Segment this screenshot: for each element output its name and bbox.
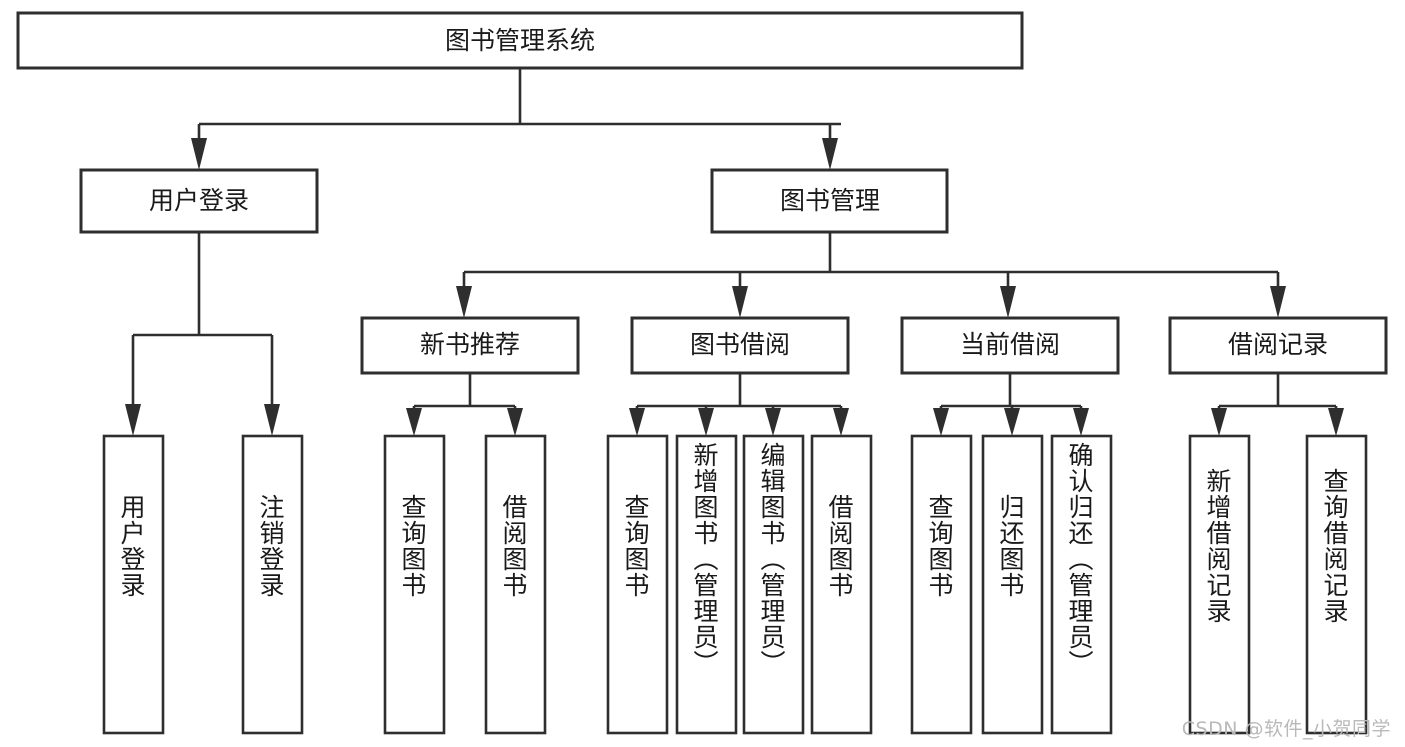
leaf-borrow-book-1[interactable]: 借阅图书 [484, 434, 547, 735]
leaf-edit-book-box[interactable] [742, 434, 805, 735]
leaf-return-book-box[interactable] [981, 434, 1044, 735]
node-new-book-recommend-box[interactable] [360, 316, 580, 375]
leaf-borrow-book-1-box[interactable] [484, 434, 547, 735]
node-book-borrow-box[interactable] [630, 316, 850, 375]
connector-group-book-management [456, 232, 1286, 318]
leaf-add-record[interactable]: 新增借阅记录 [1188, 434, 1251, 735]
leaf-confirm-return[interactable]: 确认归还︵管理员︶ [1050, 434, 1113, 735]
leaf-user-login[interactable]: 用户登录 [102, 434, 165, 735]
arrow-head-borrow-record [1270, 286, 1286, 318]
leaf-query-book-3[interactable]: 查询图书 [910, 434, 973, 735]
leaf-query-book-1-box[interactable] [383, 434, 446, 735]
arrow-head-leaf-edit-book [765, 408, 781, 436]
node-root-box[interactable] [16, 11, 1024, 70]
leaf-user-login-label: 用户登录 [120, 493, 145, 600]
leaf-return-book[interactable]: 归还图书 [981, 434, 1044, 735]
node-book-management-box[interactable] [710, 168, 949, 234]
connector-group-user-login [125, 232, 280, 436]
leaf-query-record[interactable]: 查询借阅记录 [1305, 434, 1368, 735]
arrow-head-leaf-borrow-book-2 [833, 408, 849, 436]
leaf-query-book-2-box[interactable] [606, 434, 669, 735]
leaf-query-book-2[interactable]: 查询图书 [606, 434, 669, 735]
leaf-query-book-2-label: 查询图书 [624, 493, 649, 600]
connector-group-borrow-record [1211, 373, 1344, 436]
node-new-book-recommend-label: 新书推荐 [420, 330, 520, 359]
leaf-borrow-book-2-label: 借阅图书 [828, 493, 853, 600]
arrow-head-leaf-query-record [1328, 408, 1344, 436]
arrow-head-user-login [191, 138, 207, 170]
arrow-head-leaf-query-book-1 [406, 408, 422, 436]
leaf-query-book-3-box[interactable] [910, 434, 973, 735]
arrow-head-leaf-confirm-return [1073, 408, 1089, 436]
node-user-login[interactable]: 用户登录 [79, 168, 319, 234]
arrow-head-leaf-user-logout [264, 404, 280, 436]
leaf-borrow-book-2[interactable]: 借阅图书 [810, 434, 873, 735]
node-root-label: 图书管理系统 [445, 26, 595, 55]
arrow-head-leaf-user-login [125, 404, 141, 436]
connector-group-current-borrow [933, 373, 1089, 436]
node-borrow-record-label: 借阅记录 [1228, 330, 1328, 359]
node-book-management[interactable]: 图书管理 [710, 168, 949, 234]
leaf-user-logout[interactable]: 注销登录 [241, 434, 304, 735]
leaf-edit-book-label: 编辑图书︵管理员︶ [760, 441, 785, 678]
arrow-head-current-borrow [1000, 286, 1016, 318]
leaf-add-record-box[interactable] [1188, 434, 1251, 735]
leaf-query-record-label: 查询借阅记录 [1323, 467, 1348, 626]
arrow-head-leaf-add-record [1211, 408, 1227, 436]
node-root[interactable]: 图书管理系统 [16, 11, 1024, 70]
node-user-login-label: 用户登录 [149, 186, 249, 215]
leaf-query-book-1-label: 查询图书 [401, 493, 426, 600]
leaf-user-login-box[interactable] [102, 434, 165, 735]
arrow-head-leaf-return-book [1004, 408, 1020, 436]
leaf-add-book-label: 新增图书︵管理员︶ [693, 441, 718, 678]
leaf-confirm-return-box[interactable] [1050, 434, 1113, 735]
node-book-borrow-label: 图书借阅 [690, 330, 790, 359]
arrow-head-leaf-borrow-book-1 [507, 408, 523, 436]
node-borrow-record-box[interactable] [1168, 316, 1388, 375]
node-current-borrow-label: 当前借阅 [960, 330, 1060, 359]
arrow-head-new-book-recommend [456, 286, 472, 318]
node-current-borrow[interactable]: 当前借阅 [900, 316, 1120, 375]
arrow-head-leaf-query-book-3 [933, 408, 949, 436]
node-new-book-recommend[interactable]: 新书推荐 [360, 316, 580, 375]
arrow-head-book-management [822, 138, 838, 170]
leaf-edit-book[interactable]: 编辑图书︵管理员︶ [742, 434, 805, 735]
node-borrow-record[interactable]: 借阅记录 [1168, 316, 1388, 375]
node-user-login-box[interactable] [79, 168, 319, 234]
node-book-borrow[interactable]: 图书借阅 [630, 316, 850, 375]
leaf-query-book-1[interactable]: 查询图书 [383, 434, 446, 735]
leaf-add-book-box[interactable] [675, 434, 738, 735]
leaf-query-record-box[interactable] [1305, 434, 1368, 735]
connector-group-book-borrow [629, 373, 849, 436]
arrow-head-leaf-query-book-2 [629, 408, 645, 436]
arrow-head-book-borrow [732, 286, 748, 318]
leaf-add-record-label: 新增借阅记录 [1206, 467, 1231, 626]
leaf-add-book[interactable]: 新增图书︵管理员︶ [675, 434, 738, 735]
leaf-query-book-3-label: 查询图书 [928, 493, 953, 600]
node-current-borrow-box[interactable] [900, 316, 1120, 375]
leaf-user-logout-box[interactable] [241, 434, 304, 735]
connector-group-new-book-recommend [406, 373, 523, 436]
leaf-borrow-book-2-box[interactable] [810, 434, 873, 735]
leaf-borrow-book-1-label: 借阅图书 [502, 493, 527, 600]
leaf-user-logout-label: 注销登录 [259, 493, 284, 600]
leaf-return-book-label: 归还图书 [999, 493, 1024, 600]
arrow-head-leaf-add-book [698, 408, 714, 436]
leaf-confirm-return-label: 确认归还︵管理员︶ [1068, 441, 1093, 678]
node-book-management-label: 图书管理 [780, 186, 880, 215]
connector-group-root [191, 68, 841, 170]
